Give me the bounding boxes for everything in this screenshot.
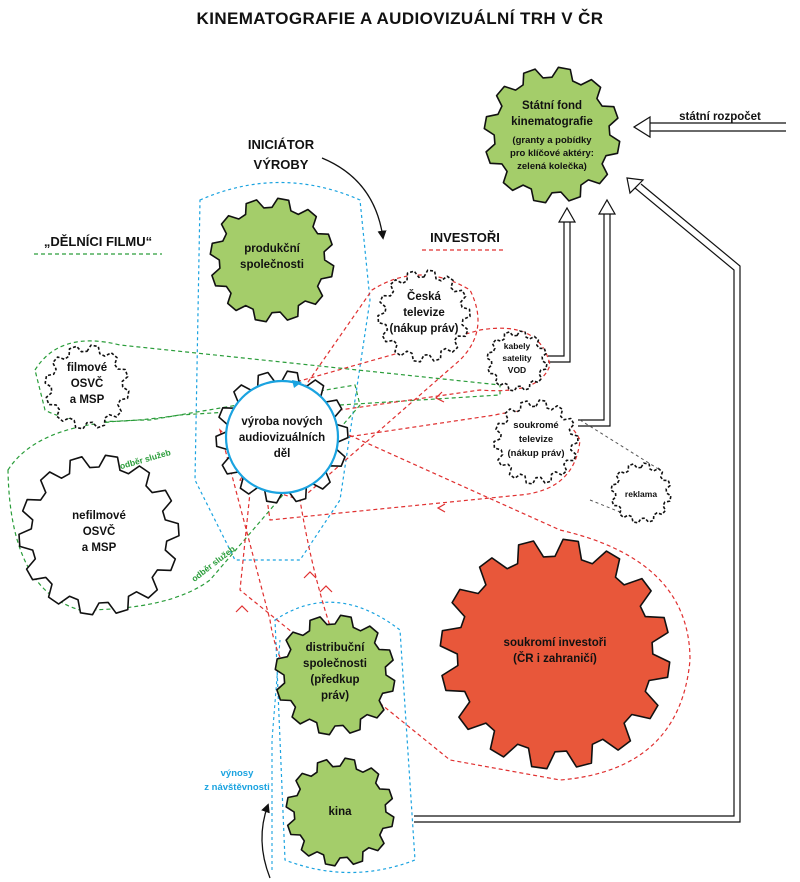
- svg-text:televize: televize: [519, 434, 553, 445]
- svg-text:a MSP: a MSP: [70, 394, 105, 406]
- production-cycle-arrowhead: [292, 380, 302, 388]
- services-label-1: odběr služeb: [119, 447, 172, 471]
- svg-text:děl: děl: [274, 448, 291, 460]
- cable-label: kabely satelity VOD: [502, 341, 532, 375]
- svg-text:VOD: VOD: [508, 365, 526, 375]
- private-tv-gear: [493, 399, 579, 485]
- production-label: výroba nových audiovizuálních děl: [239, 416, 325, 460]
- svg-text:(předkup: (předkup: [310, 674, 359, 686]
- state-budget-label: státní rozpočet: [679, 111, 761, 123]
- heading-investors: INVESTOŘI: [430, 230, 500, 245]
- cinemas-gear: [285, 757, 395, 867]
- svg-text:(ČR i zahraničí): (ČR i zahraničí): [513, 652, 597, 665]
- diagram-title: KINEMATOGRAFIE A AUDIOVIZUÁLNÍ TRH V ČR: [197, 9, 604, 28]
- svg-text:OSVČ: OSVČ: [83, 525, 116, 538]
- czech-tv-gear: [377, 269, 471, 363]
- svg-text:audiovizuálních: audiovizuálních: [239, 432, 325, 444]
- film-freelancers-gear: [44, 344, 130, 430]
- svg-text:společnosti: společnosti: [303, 658, 367, 670]
- svg-text:společnosti: společnosti: [240, 259, 304, 271]
- svg-text:kabely: kabely: [504, 341, 531, 351]
- services-label-2: odběr služeb: [189, 544, 236, 584]
- svg-text:pro klíčové aktéry:: pro klíčové aktéry:: [510, 148, 594, 159]
- box-office-label: výnosy z návštěvnosti: [204, 768, 269, 793]
- private-investors-label: soukromí investoři (ČR i zahraničí): [504, 637, 607, 665]
- production-cycle-ring: [224, 379, 340, 495]
- film-freelancers-label: filmové OSVČ a MSP: [67, 362, 107, 406]
- ads-label: reklama: [625, 489, 657, 499]
- svg-text:z návštěvnosti: z návštěvnosti: [204, 782, 269, 793]
- svg-text:Státní fond: Státní fond: [522, 100, 582, 112]
- state-budget-arrow: [632, 115, 786, 139]
- producers-label: produkční společnosti: [240, 243, 304, 271]
- svg-text:Česká: Česká: [407, 290, 441, 303]
- private-tv-label: soukromé televize (nákup práv): [507, 420, 564, 459]
- svg-text:produkční: produkční: [244, 243, 300, 255]
- svg-text:kinematografie: kinematografie: [511, 116, 593, 128]
- svg-text:televize: televize: [403, 307, 445, 319]
- svg-text:výroba nových: výroba nových: [241, 416, 322, 428]
- cinemas-to-fund-arrow: [414, 177, 741, 823]
- svg-text:soukromé: soukromé: [513, 420, 558, 431]
- heading-initiator-line1: INICIÁTOR: [248, 137, 315, 152]
- cinemas-entry-arrow: [261, 803, 271, 879]
- distributors-gear: [274, 614, 396, 736]
- cable-to-fund-arrow: [548, 206, 577, 363]
- svg-text:(nákup práv): (nákup práv): [507, 448, 564, 459]
- cinemas-label: kina: [328, 806, 352, 818]
- svg-text:(granty a pobídky: (granty a pobídky: [512, 135, 592, 146]
- nonfilm-freelancers-label: nefilmové OSVČ a MSP: [72, 510, 126, 554]
- distributors-label: distribuční společnosti (předkup práv): [303, 642, 367, 702]
- svg-text:nefilmové: nefilmové: [72, 510, 126, 522]
- svg-text:soukromí investoři: soukromí investoři: [504, 637, 607, 649]
- nonfilm-cluster-outline: [7, 384, 361, 611]
- ads-gear: [610, 462, 672, 524]
- fund-gear: [483, 66, 621, 204]
- box-office-flow: [271, 639, 281, 870]
- producers-gear: [209, 197, 335, 323]
- svg-text:zelená kolečka): zelená kolečka): [517, 161, 587, 172]
- initiator-arrow: [321, 157, 387, 240]
- svg-text:satelity: satelity: [502, 353, 532, 363]
- svg-text:a MSP: a MSP: [82, 542, 117, 554]
- initiator-cluster-outline: [194, 181, 371, 561]
- nonfilm-freelancers-gear: [18, 454, 180, 616]
- czech-tv-label: Česká televize (nákup práv): [389, 290, 458, 335]
- distribution-cluster-outline: [274, 601, 416, 874]
- svg-text:práv): práv): [321, 690, 349, 702]
- privatetv-to-fund-arrow: [578, 198, 617, 427]
- svg-text:výnosy: výnosy: [221, 768, 254, 779]
- heading-workers: „DĚLNÍCI FILMU“: [44, 234, 152, 249]
- fund-label: Státní fond kinematografie (granty a pob…: [510, 100, 594, 172]
- heading-initiator-line2: VÝROBY: [254, 157, 309, 172]
- svg-text:OSVČ: OSVČ: [71, 377, 104, 390]
- svg-text:filmové: filmové: [67, 362, 107, 374]
- private-investors-gear: [439, 538, 671, 770]
- svg-text:distribuční: distribuční: [306, 642, 366, 654]
- cable-gear: [486, 330, 548, 392]
- svg-text:(nákup práv): (nákup práv): [389, 323, 458, 335]
